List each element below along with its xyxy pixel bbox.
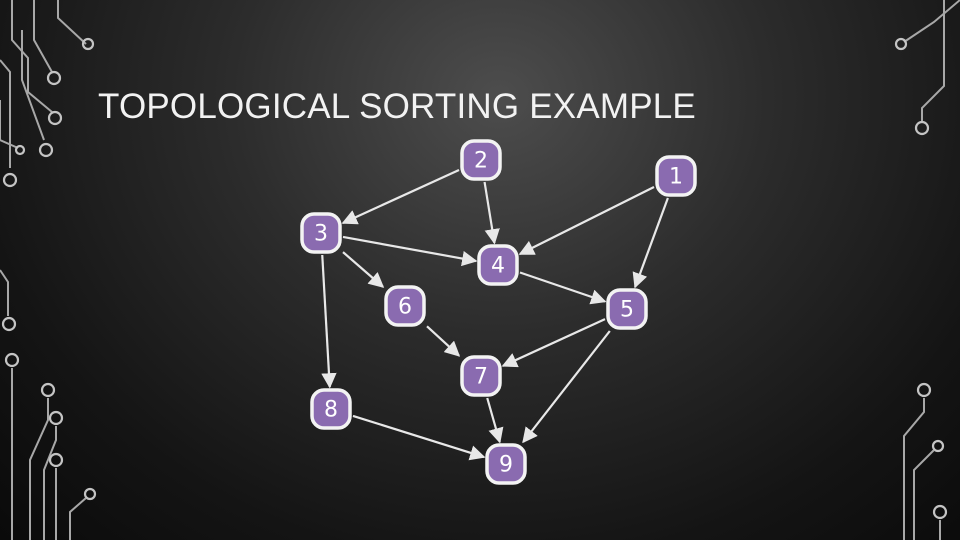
circuit-node: [81, 37, 95, 51]
circuit-node: [14, 144, 26, 156]
circuit-trace: [913, 449, 935, 540]
node-label: 2: [474, 149, 488, 174]
circuit-node: [914, 120, 930, 136]
edge-n8-n9: [352, 414, 486, 461]
circuit-node: [4, 352, 20, 368]
circuit-trace: [11, 0, 53, 113]
circuit-node: [83, 487, 97, 501]
graph-node-3: 3: [300, 212, 342, 254]
graph-node-1: 1: [655, 155, 697, 197]
graph-node-6: 6: [384, 285, 426, 327]
node-box: [384, 285, 426, 327]
circuit-node: [40, 382, 56, 398]
node-box: [655, 155, 697, 197]
circuit-node: [916, 382, 932, 398]
circuit-trace: [921, 0, 945, 122]
circuit-trace: [0, 269, 9, 316]
circuit-trace: [33, 0, 53, 73]
circuit-node: [47, 110, 63, 126]
graph-node-8: 8: [310, 388, 352, 430]
graph-node-7: 7: [460, 355, 502, 397]
node-label: 9: [499, 453, 513, 478]
node-label: 3: [314, 222, 328, 247]
graph-node-5: 5: [606, 288, 648, 330]
edge-n5-n7: [501, 318, 606, 368]
edge-n4-n5: [519, 271, 607, 305]
circuit-node: [1, 316, 17, 332]
node-label: 7: [474, 365, 488, 390]
node-label: 5: [620, 298, 634, 323]
edge-n3-n8: [321, 254, 337, 389]
circuit-node: [932, 504, 948, 520]
node-box: [485, 443, 527, 485]
node-box: [300, 212, 342, 254]
circuit-trace: [57, 0, 87, 45]
slide-title: TOPOLOGICAL SORTING EXAMPLE: [98, 87, 696, 126]
edge-n2-n3: [341, 169, 460, 225]
circuit-trace: [69, 497, 87, 540]
node-box: [460, 139, 502, 181]
edge-n2-n4: [483, 181, 500, 245]
graph-node-4: 4: [477, 244, 519, 286]
edge-n6-n7: [426, 325, 461, 357]
circuit-node: [48, 452, 64, 468]
circuit-node: [931, 439, 945, 453]
circuit-trace: [0, 100, 19, 149]
node-label: 4: [491, 254, 505, 279]
graph-node-9: 9: [485, 443, 527, 485]
node-box: [460, 355, 502, 397]
node-box: [606, 288, 648, 330]
circuit-node: [46, 70, 62, 86]
circuit-trace: [903, 398, 925, 540]
circuit-node: [38, 142, 54, 158]
circuit-trace: [903, 0, 960, 43]
edge-n3-n4: [342, 235, 478, 267]
circuit-trace: [0, 59, 11, 168]
edge-n5-n9: [522, 330, 611, 444]
edge-n1-n4: [518, 186, 655, 255]
node-label: 6: [398, 295, 412, 320]
graph-node-2: 2: [460, 139, 502, 181]
circuit-node: [2, 172, 18, 188]
circuit-node: [48, 410, 64, 426]
node-box: [310, 388, 352, 430]
circuit-trace: [43, 426, 57, 540]
circuit-node: [894, 37, 908, 51]
node-label: 8: [324, 398, 338, 423]
node-box: [477, 244, 519, 286]
edge-n7-n9: [486, 397, 504, 444]
edge-n3-n6: [342, 251, 385, 288]
edge-n1-n5: [632, 197, 669, 289]
circuit-trace: [29, 398, 49, 540]
circuit-trace: [21, 30, 45, 141]
node-label: 1: [669, 165, 683, 190]
